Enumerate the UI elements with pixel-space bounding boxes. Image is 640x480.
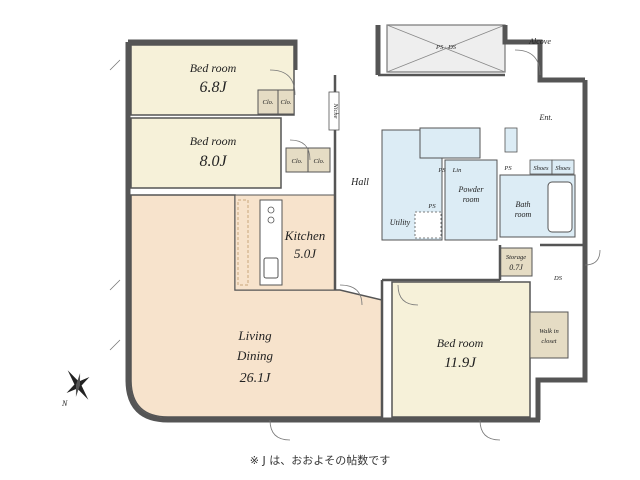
bedroom-3-size: 11.9J [444, 355, 477, 371]
niche-label: Niche [332, 102, 339, 118]
shoes-label-2: Shoes [555, 165, 571, 172]
niche [328, 91, 340, 131]
storage-name: Storage [506, 254, 526, 261]
closet-2b [307, 147, 331, 173]
clo-label-2: Clo. [280, 99, 291, 106]
bathtub [547, 181, 573, 233]
kitchen-name: Kitchen [284, 228, 325, 243]
bath-line2: room [515, 210, 532, 219]
ps-label-2: PS [427, 203, 436, 210]
bedroom-2-size: 8.0J [199, 153, 227, 170]
door-swings [109, 49, 601, 441]
utility-name: Utility [390, 218, 411, 227]
storage-size: 0.7J [509, 263, 523, 272]
walkin-line2: closet [541, 338, 556, 345]
ps-label-3: PS [503, 165, 512, 172]
powder-line2: room [463, 195, 480, 204]
living-dining-floor [130, 194, 383, 418]
walkin-line1: Walk in [539, 328, 558, 335]
walk-in-closet-floor [529, 311, 569, 359]
balcony-ps-ds: PS · DS [435, 44, 457, 51]
clo-label-1: Clo. [262, 99, 273, 106]
compass-rose [66, 370, 90, 400]
bedroom-1-size: 6.8J [199, 79, 227, 96]
washer-space [414, 211, 442, 239]
shoes-label-1: Shoes [533, 165, 549, 172]
alcove-name: Alcove [528, 37, 551, 46]
shoes-cabinet-3 [504, 127, 518, 153]
compass-north: N [61, 399, 68, 408]
bath-line1: Bath [515, 200, 530, 209]
toilet-room [419, 127, 481, 159]
bedroom-2-floor [130, 117, 282, 189]
footnote: ※ J は、おおよその帖数です [249, 454, 391, 467]
ds-label-1: DS [553, 275, 563, 282]
bedroom-3-name: Bed room [437, 336, 484, 350]
ps-label-1: PS [437, 167, 446, 174]
powder-room-floor [444, 159, 498, 241]
clo-label-3: Clo. [291, 158, 302, 165]
powder-line1: Powder [458, 185, 485, 194]
shoes-cabinet-2 [551, 159, 575, 175]
dining-bench [237, 199, 249, 286]
sink [263, 257, 279, 279]
clo-label-4: Clo. [313, 158, 324, 165]
closet-1b [277, 89, 295, 115]
lin-label: Lin [452, 167, 462, 174]
living-line1: Living [237, 328, 272, 343]
living-size: 26.1J [240, 371, 272, 386]
bedroom-2-name: Bed room [190, 134, 237, 148]
hall-name: Hall [350, 177, 369, 188]
kitchen-size: 5.0J [294, 246, 317, 261]
bedroom-1-name: Bed room [190, 61, 237, 75]
outer-walls [125, 25, 588, 423]
kitchen-floor [234, 194, 336, 291]
living-line2: Dining [236, 348, 274, 363]
ent-name: Ent. [538, 113, 552, 122]
